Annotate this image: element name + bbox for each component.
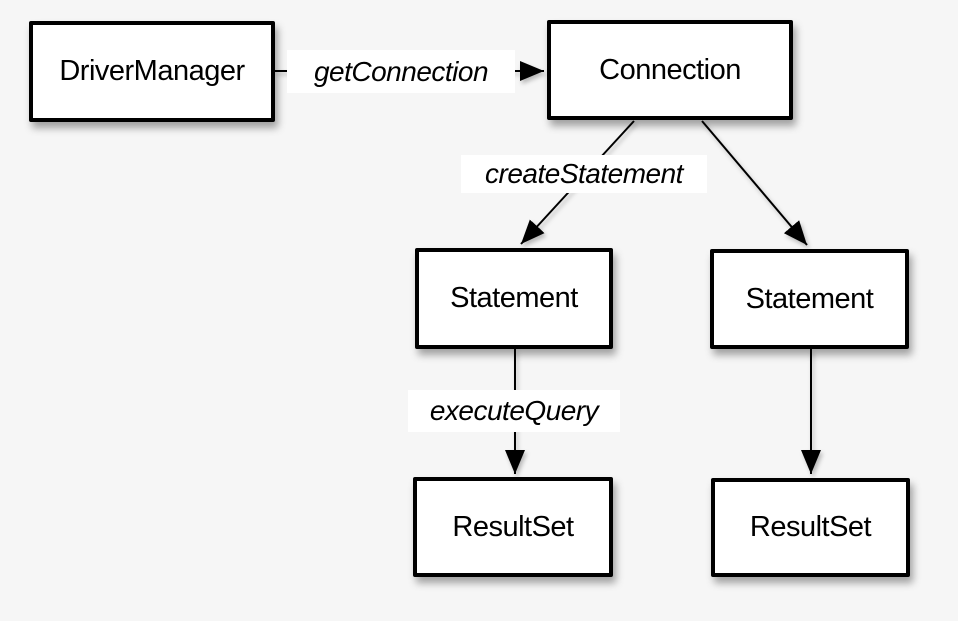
edge-connection-to-statement-right-line xyxy=(701,120,808,246)
node-drivermanager-label: DriverManager xyxy=(59,55,245,87)
edge-label-executequery: executeQuery xyxy=(408,390,620,432)
node-connection: Connection xyxy=(547,20,793,120)
node-statement-left-label: Statement xyxy=(450,282,578,314)
node-drivermanager: DriverManager xyxy=(29,21,275,122)
node-statement-left: Statement xyxy=(415,248,613,349)
node-resultset-right-label: ResultSet xyxy=(749,511,872,543)
edge-label-executequery-text: executeQuery xyxy=(429,395,599,426)
node-resultset-left: ResultSet xyxy=(413,477,613,577)
node-statement-right-label: Statement xyxy=(745,282,874,315)
edge-label-getconnection-text: getConnection xyxy=(313,55,489,87)
node-statement-right: Statement xyxy=(710,249,909,349)
edge-label-getconnection: getConnection xyxy=(287,50,515,93)
node-resultset-left-label: ResultSet xyxy=(452,510,574,543)
node-connection-label: Connection xyxy=(599,53,741,86)
edge-label-createstatement: createStatement xyxy=(461,155,707,193)
edge-label-createstatement-text: createStatement xyxy=(485,158,683,189)
node-resultset-right: ResultSet xyxy=(711,478,910,577)
